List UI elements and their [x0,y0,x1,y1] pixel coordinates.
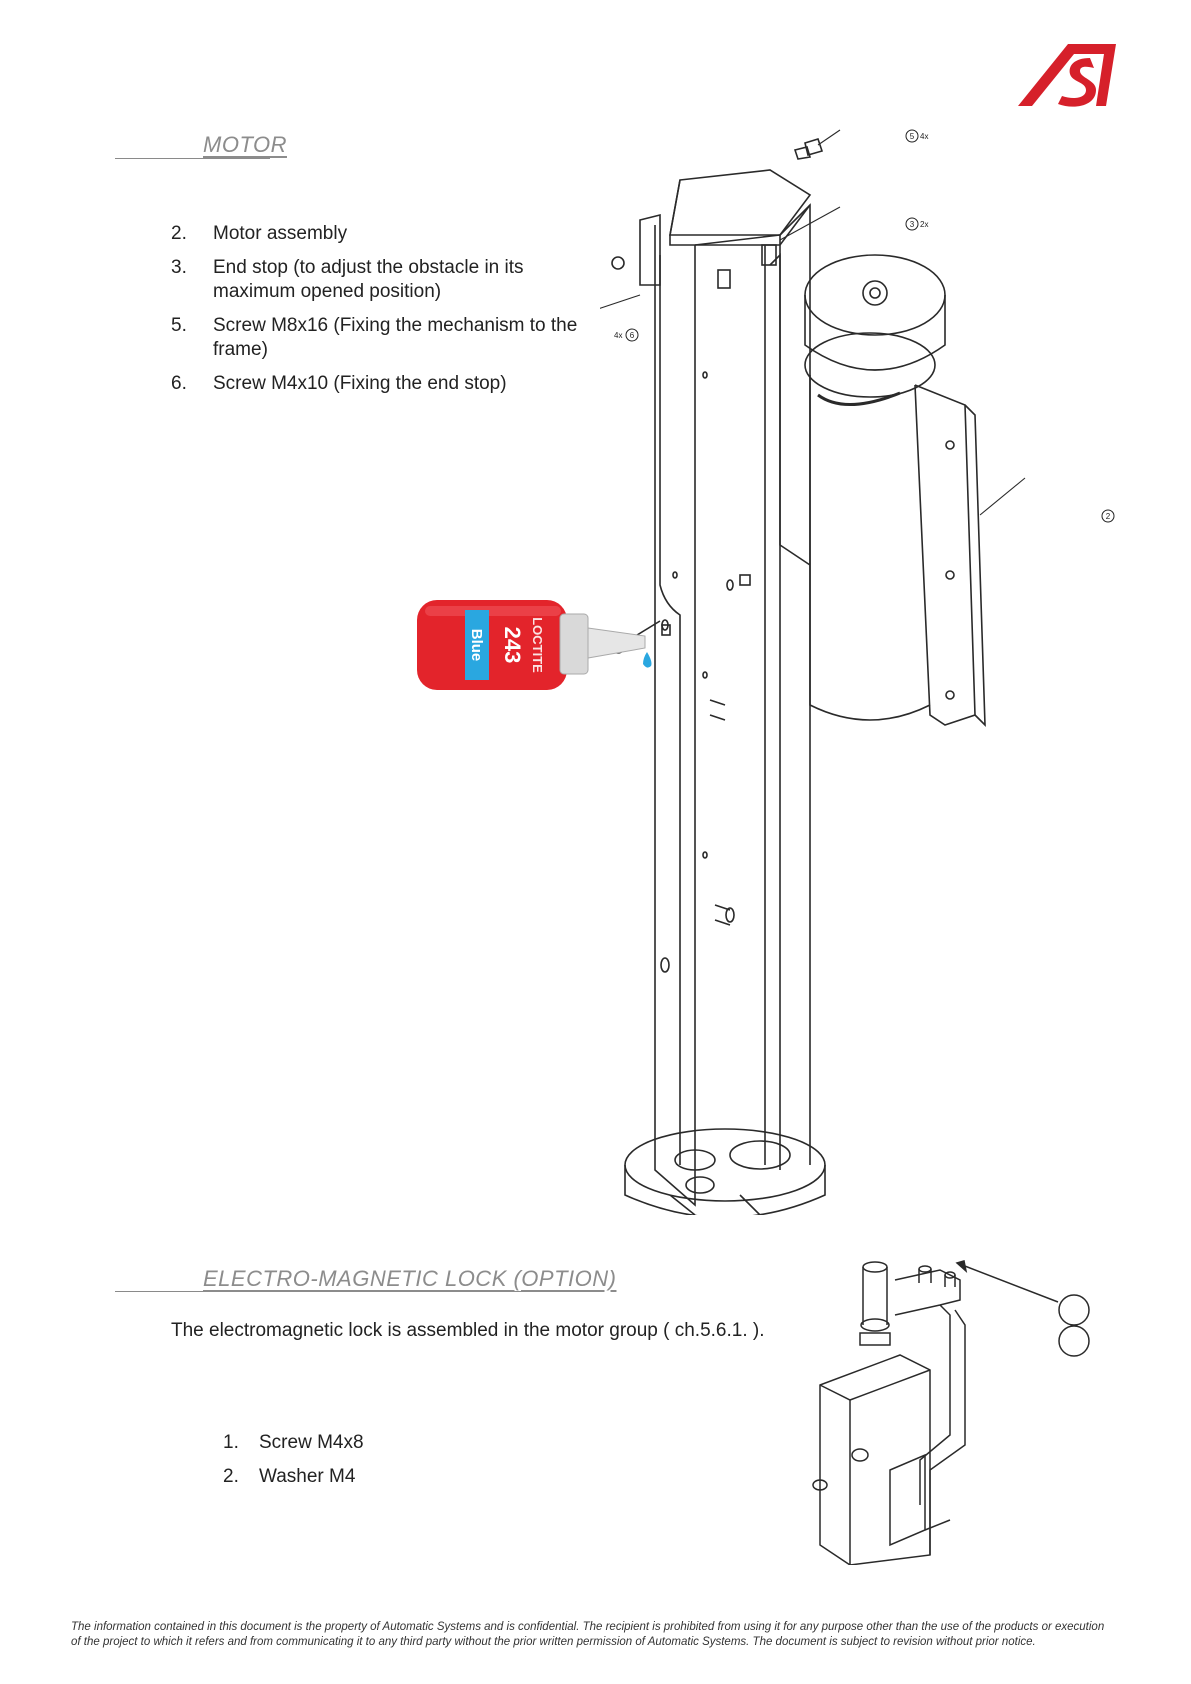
confidentiality-footer: The information contained in this docume… [71,1621,1105,1648]
svg-text:LOCTITE: LOCTITE [530,617,545,673]
svg-text:243: 243 [500,627,525,664]
motor-section-rule [115,158,270,159]
list-item: 1. Screw M4x8 [223,1432,364,1453]
svg-text:6: 6 [630,331,635,340]
motor-section-title: MOTOR [203,132,287,157]
svg-text:4x: 4x [614,331,622,340]
callout-3: 3 2x [905,217,928,231]
lock-section-rule [115,1291,545,1292]
svg-text:3: 3 [910,220,915,229]
motor-assembly-drawing [600,129,1026,1215]
callout-6: 4x 6 [614,328,639,342]
motor-parts-list: 2. Motor assembly 3. End stop (to adjust… [171,222,591,406]
list-item: 6. Screw M4x10 (Fixing the end stop) [171,373,507,394]
threadlocker-bottle: LOCTITE 243 Blue [417,600,652,690]
column-frame [611,169,826,1215]
svg-text:5: 5 [910,132,915,141]
electromagnetic-lock-drawing [812,1260,1090,1565]
callout-leaders [600,129,1026,516]
motor-cylinder [804,254,986,727]
callout-2: 2 [1101,509,1115,523]
svg-text:2: 2 [1106,512,1111,521]
lock-description: The electromagnetic lock is assembled in… [171,1320,765,1341]
list-item: 2. Washer M4 [223,1466,356,1487]
svg-text:4x: 4x [920,132,928,141]
lock-section-title: ELECTRO-MAGNETIC LOCK (OPTION) [203,1266,617,1291]
automatic-systems-logo [1018,44,1116,107]
list-item: 2. Motor assembly [171,223,348,244]
callout-5: 5 4x [905,129,928,143]
list-item: 5. Screw M8x16 (Fixing the mechanism to … [171,315,578,360]
lock-parts-list: 1. Screw M4x8 2. Washer M4 [223,1431,523,1499]
svg-text:2x: 2x [920,220,928,229]
svg-text:Blue: Blue [468,629,485,662]
list-item: 3. End stop (to adjust the obstacle in i… [171,257,524,302]
